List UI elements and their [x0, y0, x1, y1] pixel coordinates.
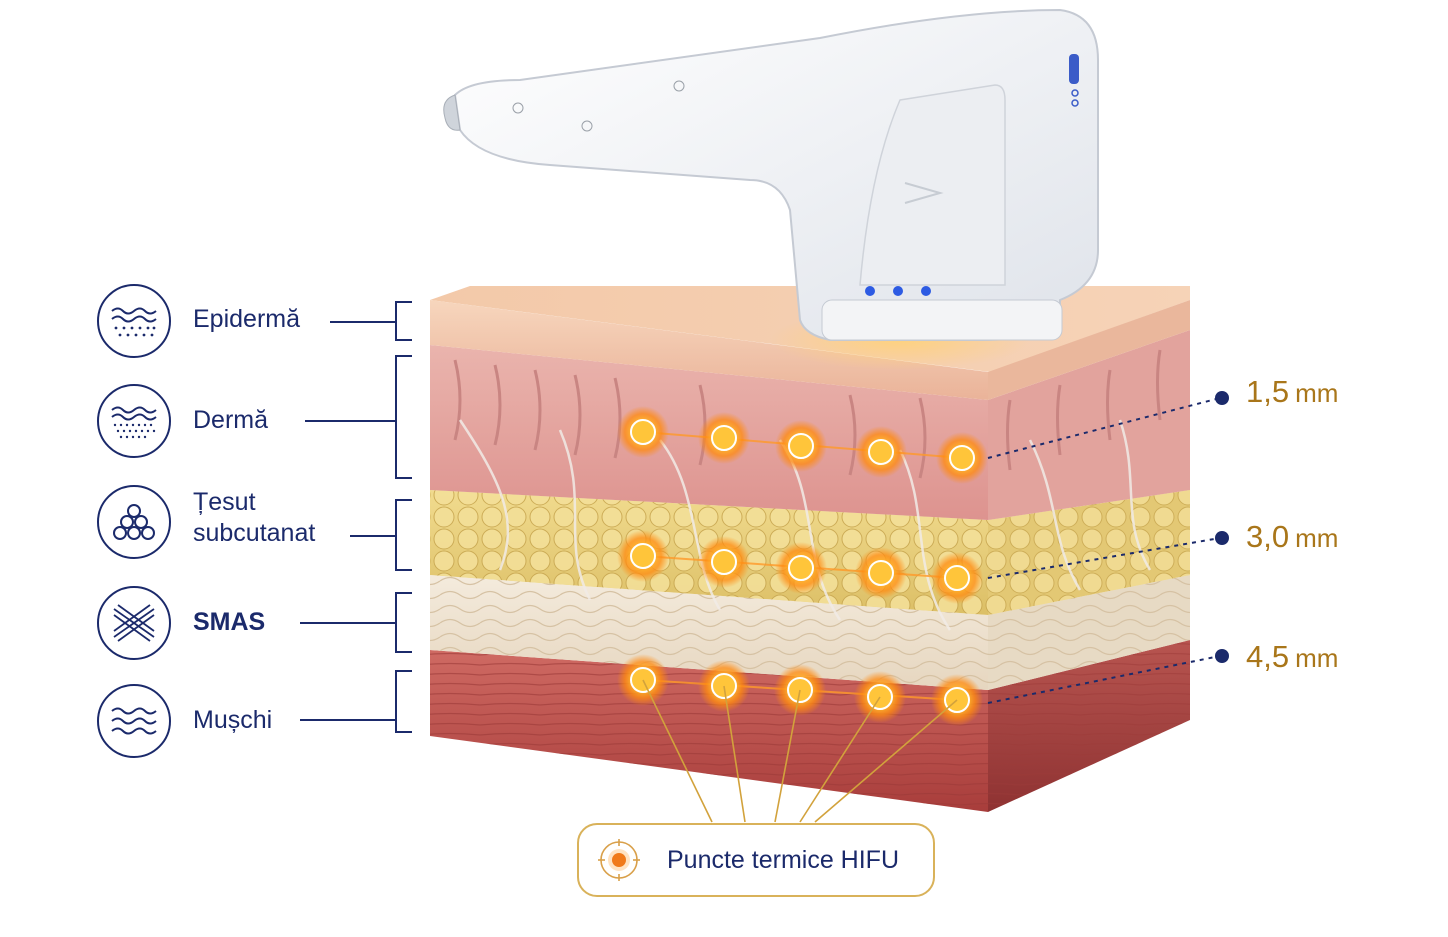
depth-unit-3: mm [1295, 643, 1339, 673]
handpiece-arrow-mark [904, 182, 944, 204]
layer-label-dermis: Dermă [193, 406, 269, 434]
hair-follicles [453, 349, 1162, 479]
thermal-point-r2-5 [944, 565, 970, 591]
depth-leader-1 [987, 397, 1221, 459]
skin-block [430, 286, 1190, 812]
depth-leader-3 [987, 655, 1221, 704]
depth-value-2: 3,0 [1246, 519, 1290, 554]
handpiece-side-panel [859, 84, 1006, 286]
indicator-led-1 [865, 286, 875, 296]
depth-leader-2 [987, 537, 1221, 579]
layer-label-subcutaneous-line1: Țesut [193, 488, 256, 516]
bracket-muscle [300, 670, 412, 733]
depth-unit-2: mm [1295, 523, 1339, 553]
muscle-icon [97, 684, 171, 758]
depth-dot-3 [1215, 649, 1229, 663]
bracket-dermis [305, 355, 412, 479]
thermal-point-r2-2 [711, 549, 737, 575]
smas-fibers-side [988, 575, 1190, 690]
fat-cells-side [988, 490, 1190, 615]
screw-dot-3 [673, 80, 685, 92]
layer-label-subcutaneous-line2: subcutanat [193, 519, 316, 548]
screw-dot-2 [581, 120, 593, 132]
depth-markers [987, 391, 1229, 704]
epidermis-icon [97, 284, 171, 358]
depth-value-1: 1,5 [1246, 374, 1290, 409]
bracket-smas [300, 592, 412, 653]
screw-dot-1 [512, 102, 524, 114]
depth-dot-2 [1215, 531, 1229, 545]
handpiece-tip [443, 94, 461, 131]
thermal-point-r1-3 [788, 433, 814, 459]
muscle-fibers-side [988, 640, 1190, 812]
handpiece-base [821, 299, 1063, 341]
thermal-point-r2-1 [630, 543, 656, 569]
muscle-fibers-front [430, 650, 988, 812]
epidermis-layer-front [430, 300, 988, 400]
legend-label: Puncte termice HIFU [667, 845, 900, 874]
control-dot-2 [1071, 99, 1079, 107]
dermis-layer-side [988, 330, 1190, 520]
thermal-point-r1-4 [868, 439, 894, 465]
layer-label-epidermis: Epidermă [193, 305, 300, 333]
legend-box: Puncte termice HIFU [577, 823, 935, 897]
thermal-point-r1-1 [630, 419, 656, 445]
layer-brackets [300, 301, 412, 733]
thermal-point-r1-5 [949, 445, 975, 471]
depth-unit-1: mm [1295, 378, 1339, 408]
thermal-point-r1-2 [711, 425, 737, 451]
dermis-icon [97, 384, 171, 458]
smas-fiber-icon [97, 586, 171, 660]
control-dot-1 [1071, 89, 1079, 97]
handpiece-control-strip [1069, 54, 1079, 84]
epidermis-layer-side [988, 300, 1190, 400]
layer-label-smas: SMAS [193, 608, 266, 636]
smas-fibers-front [430, 575, 988, 690]
hifu-handpiece-icon [443, 8, 1099, 341]
bracket-epidermis [330, 301, 412, 341]
fat-cells-icon [97, 485, 171, 559]
layer-label-subcutaneous: Țesut subcutanat [193, 487, 315, 550]
bracket-fat [350, 499, 412, 571]
thermal-point-r2-4 [868, 560, 894, 586]
layer-label-muscle: Mușchi [193, 706, 273, 734]
indicator-led-2 [893, 286, 903, 296]
thermal-point-r2-3 [788, 555, 814, 581]
depth-dot-1 [1215, 391, 1229, 405]
depth-value-3: 4,5 [1246, 639, 1290, 674]
legend-leader-lines [642, 679, 958, 823]
target-icon [598, 839, 640, 881]
indicator-led-3 [921, 286, 931, 296]
